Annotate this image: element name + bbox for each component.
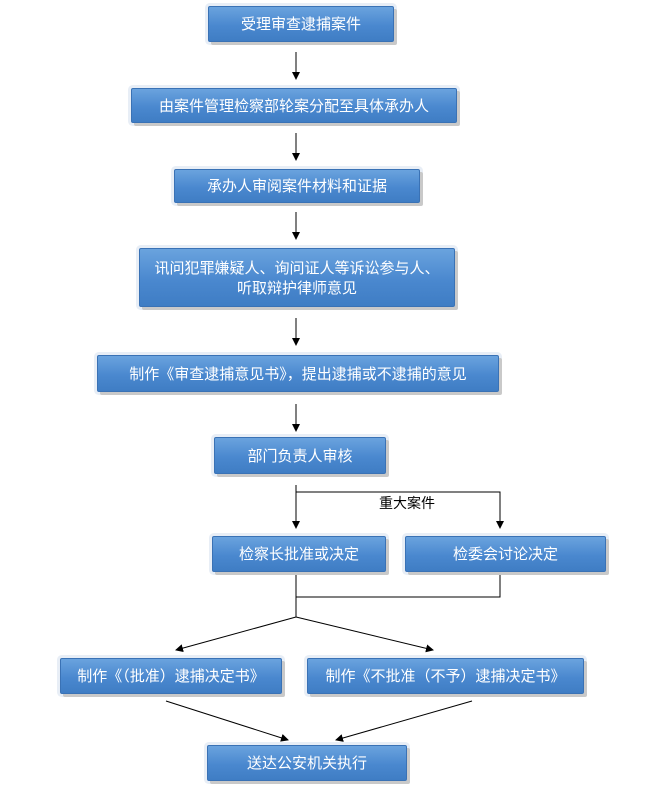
step-assign-case-label: 由案件管理检察部轮案分配至具体承办人 (158, 96, 429, 115)
step-committee-decide-label: 检委会讨论决定 (452, 545, 558, 563)
step-deliver-police-label: 送达公安机关执行 (246, 754, 367, 772)
arrow-6-right (296, 491, 504, 529)
step-accept-case: 受理审查逮捕案件 (208, 6, 394, 42)
merge-right (296, 572, 501, 598)
step-interrogate-line2: 听取辩护律师意见 (236, 278, 357, 297)
step-accept-case-label: 受理审查逮捕案件 (240, 15, 361, 33)
step-dept-review: 部门负责人审核 (214, 437, 386, 474)
step-interrogate: 讯问犯罪嫌疑人、询问证人等诉讼参与人、 听取辩护律师意见 (139, 248, 455, 307)
step-arrest-decision: 制作《（批准）逮捕决定书》 (60, 658, 282, 694)
arrow-split-left (175, 616, 297, 653)
step-arrest-decision-label: 制作《（批准）逮捕决定书》 (77, 667, 265, 685)
step-draft-opinion: 制作《审查逮捕意见书》，提出逮捕或不逮捕的意见 (97, 355, 499, 392)
step-chief-approve: 检察长批准或决定 (212, 536, 386, 572)
step-no-arrest-decision: 制作《不批准（不予）逮捕决定书》 (307, 658, 584, 694)
arrow-left-final (165, 700, 289, 742)
branch-label-major-case: 重大案件 (379, 496, 435, 512)
step-review-materials-label: 承办人审阅案件材料和证据 (206, 177, 387, 195)
arrow-right-final (335, 700, 473, 742)
step-dept-review-label: 部门负责人审核 (247, 446, 353, 465)
step-review-materials: 承办人审阅案件材料和证据 (174, 169, 420, 203)
step-committee-decide: 检委会讨论决定 (405, 536, 606, 572)
step-deliver-police: 送达公安机关执行 (207, 745, 407, 781)
step-draft-opinion-label: 制作《审查逮捕意见书》，提出逮捕或不逮捕的意见 (129, 364, 467, 383)
step-no-arrest-decision-label: 制作《不批准（不予）逮捕决定书》 (325, 667, 566, 685)
step-interrogate-line1: 讯问犯罪嫌疑人、询问证人等诉讼参与人、 (154, 258, 440, 277)
step-assign-case: 由案件管理检察部轮案分配至具体承办人 (131, 88, 457, 123)
arrow-split-right (295, 616, 434, 653)
step-chief-approve-label: 检察长批准或决定 (238, 545, 359, 563)
